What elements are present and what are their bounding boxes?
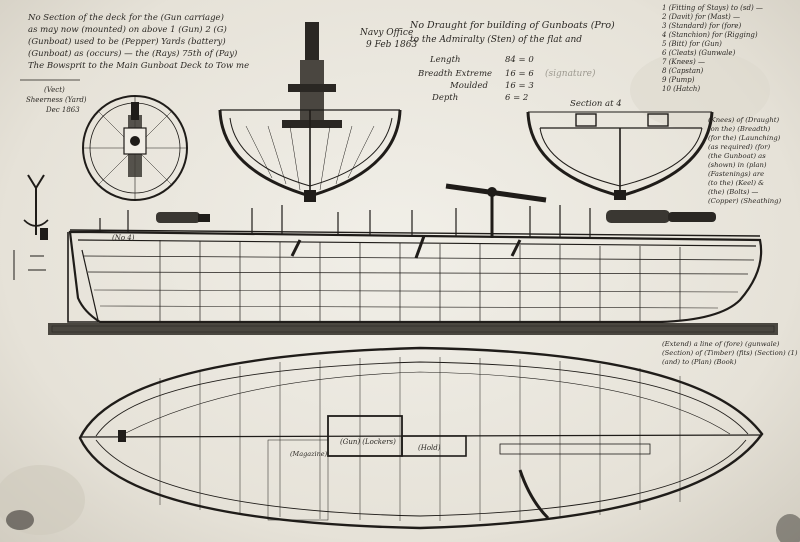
note-line: (Gunboat) as (occurs) — the (Rays) 75th … [28,48,237,59]
faint-signature: (signature) [545,68,596,79]
stamp-line: (Vect) [44,86,65,94]
dimensions-table: Length 84 = 0 Breadth Extreme 16 = 6 Mou… [417,55,534,103]
yard-stamp: (Vect) Sheerness (Yard) Dec 1863 [20,79,87,114]
dim-label: Moulded [449,81,488,91]
deck-plan: (Gun) (Lockers) (Hold) (Magazine) [78,346,764,530]
navy-office-stamp: Navy Office [359,28,413,38]
top-left-notes: No Section of the deck for the (Gun carr… [27,12,249,71]
note-line: (Copper) (Sheathing) [708,197,782,205]
dim-value: 16 = 6 [505,69,534,79]
plan-title: No Draught for building of Gunboats (Pro… [409,20,615,31]
bow-gun [156,212,200,223]
magazine-label: (Magazine) [290,450,328,458]
note-line: (to the) (Keel) & [708,179,764,187]
hatch-label: (Hold) [418,444,441,452]
stain-mark [630,50,770,130]
right-middle-notes: (Knees) of (Draught) (on the) (Breadth) … [708,116,782,205]
note-line: 10 (Hatch) [662,85,700,93]
dim-value: 6 = 2 [505,93,528,103]
note-line: (for the) (Launching) [708,134,781,142]
note-line: as may now (mounted) on above 1 (Gun) 2 … [28,24,227,35]
bow-davit-detail [13,174,49,280]
note-line: 5 (Bitt) for (Gun) [662,40,722,48]
hold-hatch [401,435,467,457]
note-line: 9 (Pump) [662,76,695,84]
dim-label: Breadth Extreme [417,69,492,79]
dim-value: 16 = 3 [505,81,534,91]
note-line: 7 (Knees) — [662,58,705,66]
note-line: (shown) in (plan) [708,161,767,169]
dim-value: 84 = 0 [505,55,534,65]
station-mark: (No 4) [112,234,135,242]
note-line: (Section) of (Timber) (fits) (Section) (… [662,349,798,357]
title-block: Navy Office 9 Feb 1863 No Draught for bu… [359,20,615,103]
keel-bar [48,323,778,335]
dim-label: Length [429,55,460,65]
note-line: The Bowsprit to the Main Gunboat Deck to… [28,61,249,71]
note-line: 1 (Fitting of Stays) to (sd) — [662,4,763,12]
note-line: (as required) (for) [708,143,770,151]
note-line: (the) (Bolts) — [708,188,759,196]
top-right-notes: 1 (Fitting of Stays) to (sd) — 2 (Davit)… [661,4,763,93]
note-line: (Knees) of (Draught) [708,116,779,124]
note-line: 2 (Davit) for (Mast) — [661,13,740,21]
dim-label: Depth [431,93,458,103]
note-line: (Fastenings) are [708,170,764,178]
transverse-section-right: Section at 4 [526,99,714,200]
hatch-label: (Gun) (Lockers) [340,438,396,446]
stamp-line: Dec 1863 [45,106,80,114]
note-line: (Extend) a line of (fore) (gunwale) [662,340,780,348]
note-line: 4 (Stanchion) for (Rigging) [661,31,758,39]
note-line: No Section of the deck for the (Gun carr… [27,12,224,23]
midship-section-gun [218,22,402,202]
section-label: Section at 4 [570,99,622,109]
note-line: 3 (Standard) for (fore) [662,22,742,30]
navy-office-date: 9 Feb 1863 [366,40,417,50]
note-line: 6 (Cleats) (Gunwale) [662,49,736,57]
stamp-line: Sheerness (Yard) [26,96,87,104]
plan-title-line2: to the Admiralty (Sten) of the flat and [410,34,582,45]
sheer-profile: (No 4) [67,183,763,324]
gun-mount-circle-plan [82,95,188,201]
note-line: (on the) (Breadth) [708,125,771,133]
note-line: (Gunboat) used to be (Pepper) Yards (bat… [28,36,226,47]
note-line: 8 (Capstan) [662,67,704,75]
right-lower-notes: (Extend) a line of (fore) (gunwale) (Sec… [662,340,798,366]
stern-gun [606,210,670,223]
note-line: (the Gunboat) as [708,152,766,160]
note-line: (and) to (Plan) (Book) [662,358,737,366]
